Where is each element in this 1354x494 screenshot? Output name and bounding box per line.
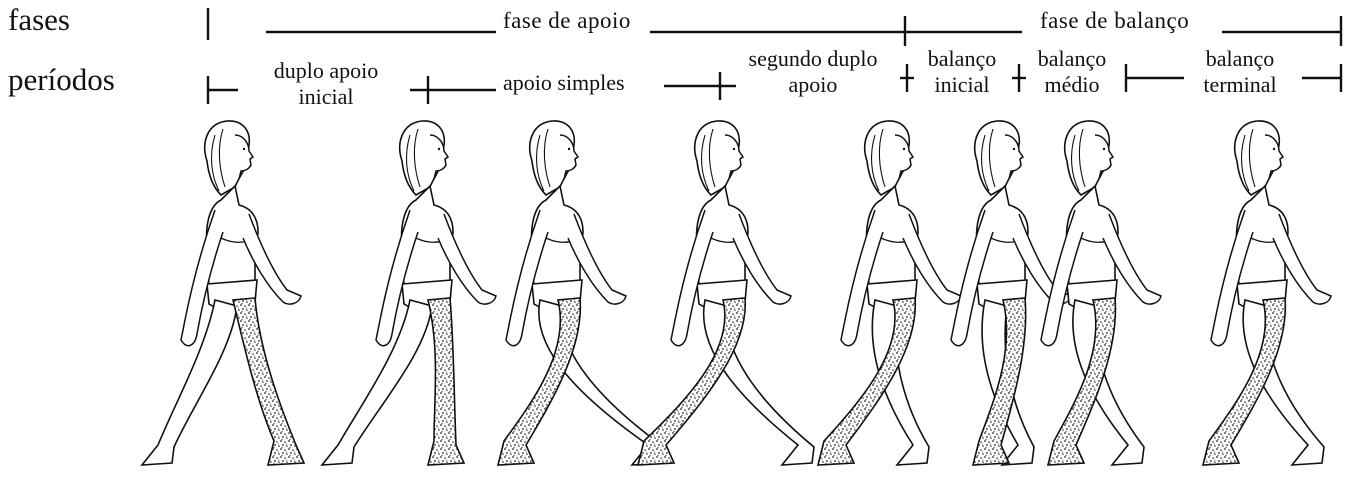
leading-leg xyxy=(971,297,1027,466)
period-second-double-support: segundo duplo apoio xyxy=(728,46,898,98)
head xyxy=(863,120,914,196)
leading-leg xyxy=(636,297,746,466)
trailing-leg xyxy=(140,299,238,466)
leading-leg xyxy=(816,297,917,466)
period-mid-swing-line2: médio xyxy=(1044,72,1100,97)
period-mid-swing-line1: balanço xyxy=(1037,46,1107,71)
leading-leg xyxy=(496,297,582,466)
walking-figure-8 xyxy=(1201,120,1332,466)
leading-leg xyxy=(1201,297,1287,466)
trailing-leg xyxy=(702,299,815,466)
front-arm xyxy=(242,213,302,305)
period-initial-double-support-line1: duplo apoio xyxy=(273,58,379,83)
phase-brackets xyxy=(206,8,1343,46)
head xyxy=(398,120,449,196)
back-arm xyxy=(1210,209,1254,347)
walking-figure-1 xyxy=(140,120,306,466)
phases-row-label: fases xyxy=(8,2,70,37)
trailing-leg xyxy=(320,299,433,466)
head xyxy=(973,120,1024,196)
back-arm xyxy=(375,209,419,347)
period-initial-swing: balanço inicial xyxy=(912,46,1012,98)
walking-figure-4 xyxy=(636,120,815,466)
period-terminal-swing: balanço terminal xyxy=(1185,46,1295,98)
back-arm xyxy=(840,209,884,347)
walking-figure-5 xyxy=(816,120,962,466)
walking-figure-3 xyxy=(496,120,665,466)
swing-phase-label: fase de balanço xyxy=(1040,8,1190,33)
back-arm xyxy=(670,209,714,347)
leading-leg xyxy=(1046,297,1117,466)
period-initial-swing-line2: inicial xyxy=(934,72,990,97)
head xyxy=(203,120,254,196)
period-initial-double-support-line2: inicial xyxy=(298,84,354,109)
back-arm xyxy=(505,209,549,347)
walking-figures xyxy=(140,120,1332,466)
periods-row-label: períodos xyxy=(8,62,115,97)
leading-leg xyxy=(426,297,466,466)
period-initial-double-support: duplo apoio inicial xyxy=(250,58,402,110)
front-arm xyxy=(1012,213,1072,305)
head xyxy=(1063,120,1114,196)
period-single-support: apoio simples xyxy=(503,70,625,95)
leading-leg xyxy=(232,297,306,466)
back-arm xyxy=(950,209,994,347)
front-arm xyxy=(567,213,627,305)
front-arm xyxy=(902,213,962,305)
walking-figure-6 xyxy=(950,120,1072,466)
head xyxy=(1233,120,1284,196)
front-arm xyxy=(732,213,792,305)
front-arm xyxy=(437,213,497,305)
front-arm xyxy=(1102,213,1162,305)
period-initial-swing-line1: balanço xyxy=(927,46,997,71)
period-second-double-support-line1: segundo duplo xyxy=(748,46,878,71)
back-arm xyxy=(1040,209,1084,347)
stance-phase-label: fase de apoio xyxy=(503,8,631,33)
period-mid-swing: balanço médio xyxy=(1022,46,1122,98)
walking-figure-7 xyxy=(1040,120,1162,466)
head xyxy=(693,120,744,196)
back-arm xyxy=(180,209,224,347)
period-brackets xyxy=(206,64,1343,104)
period-second-double-support-line2: apoio xyxy=(788,72,838,97)
period-terminal-swing-line1: balanço xyxy=(1205,46,1275,71)
head xyxy=(528,120,579,196)
walking-figure-2 xyxy=(320,120,497,466)
front-arm xyxy=(1272,213,1332,305)
period-terminal-swing-line2: terminal xyxy=(1203,72,1277,97)
